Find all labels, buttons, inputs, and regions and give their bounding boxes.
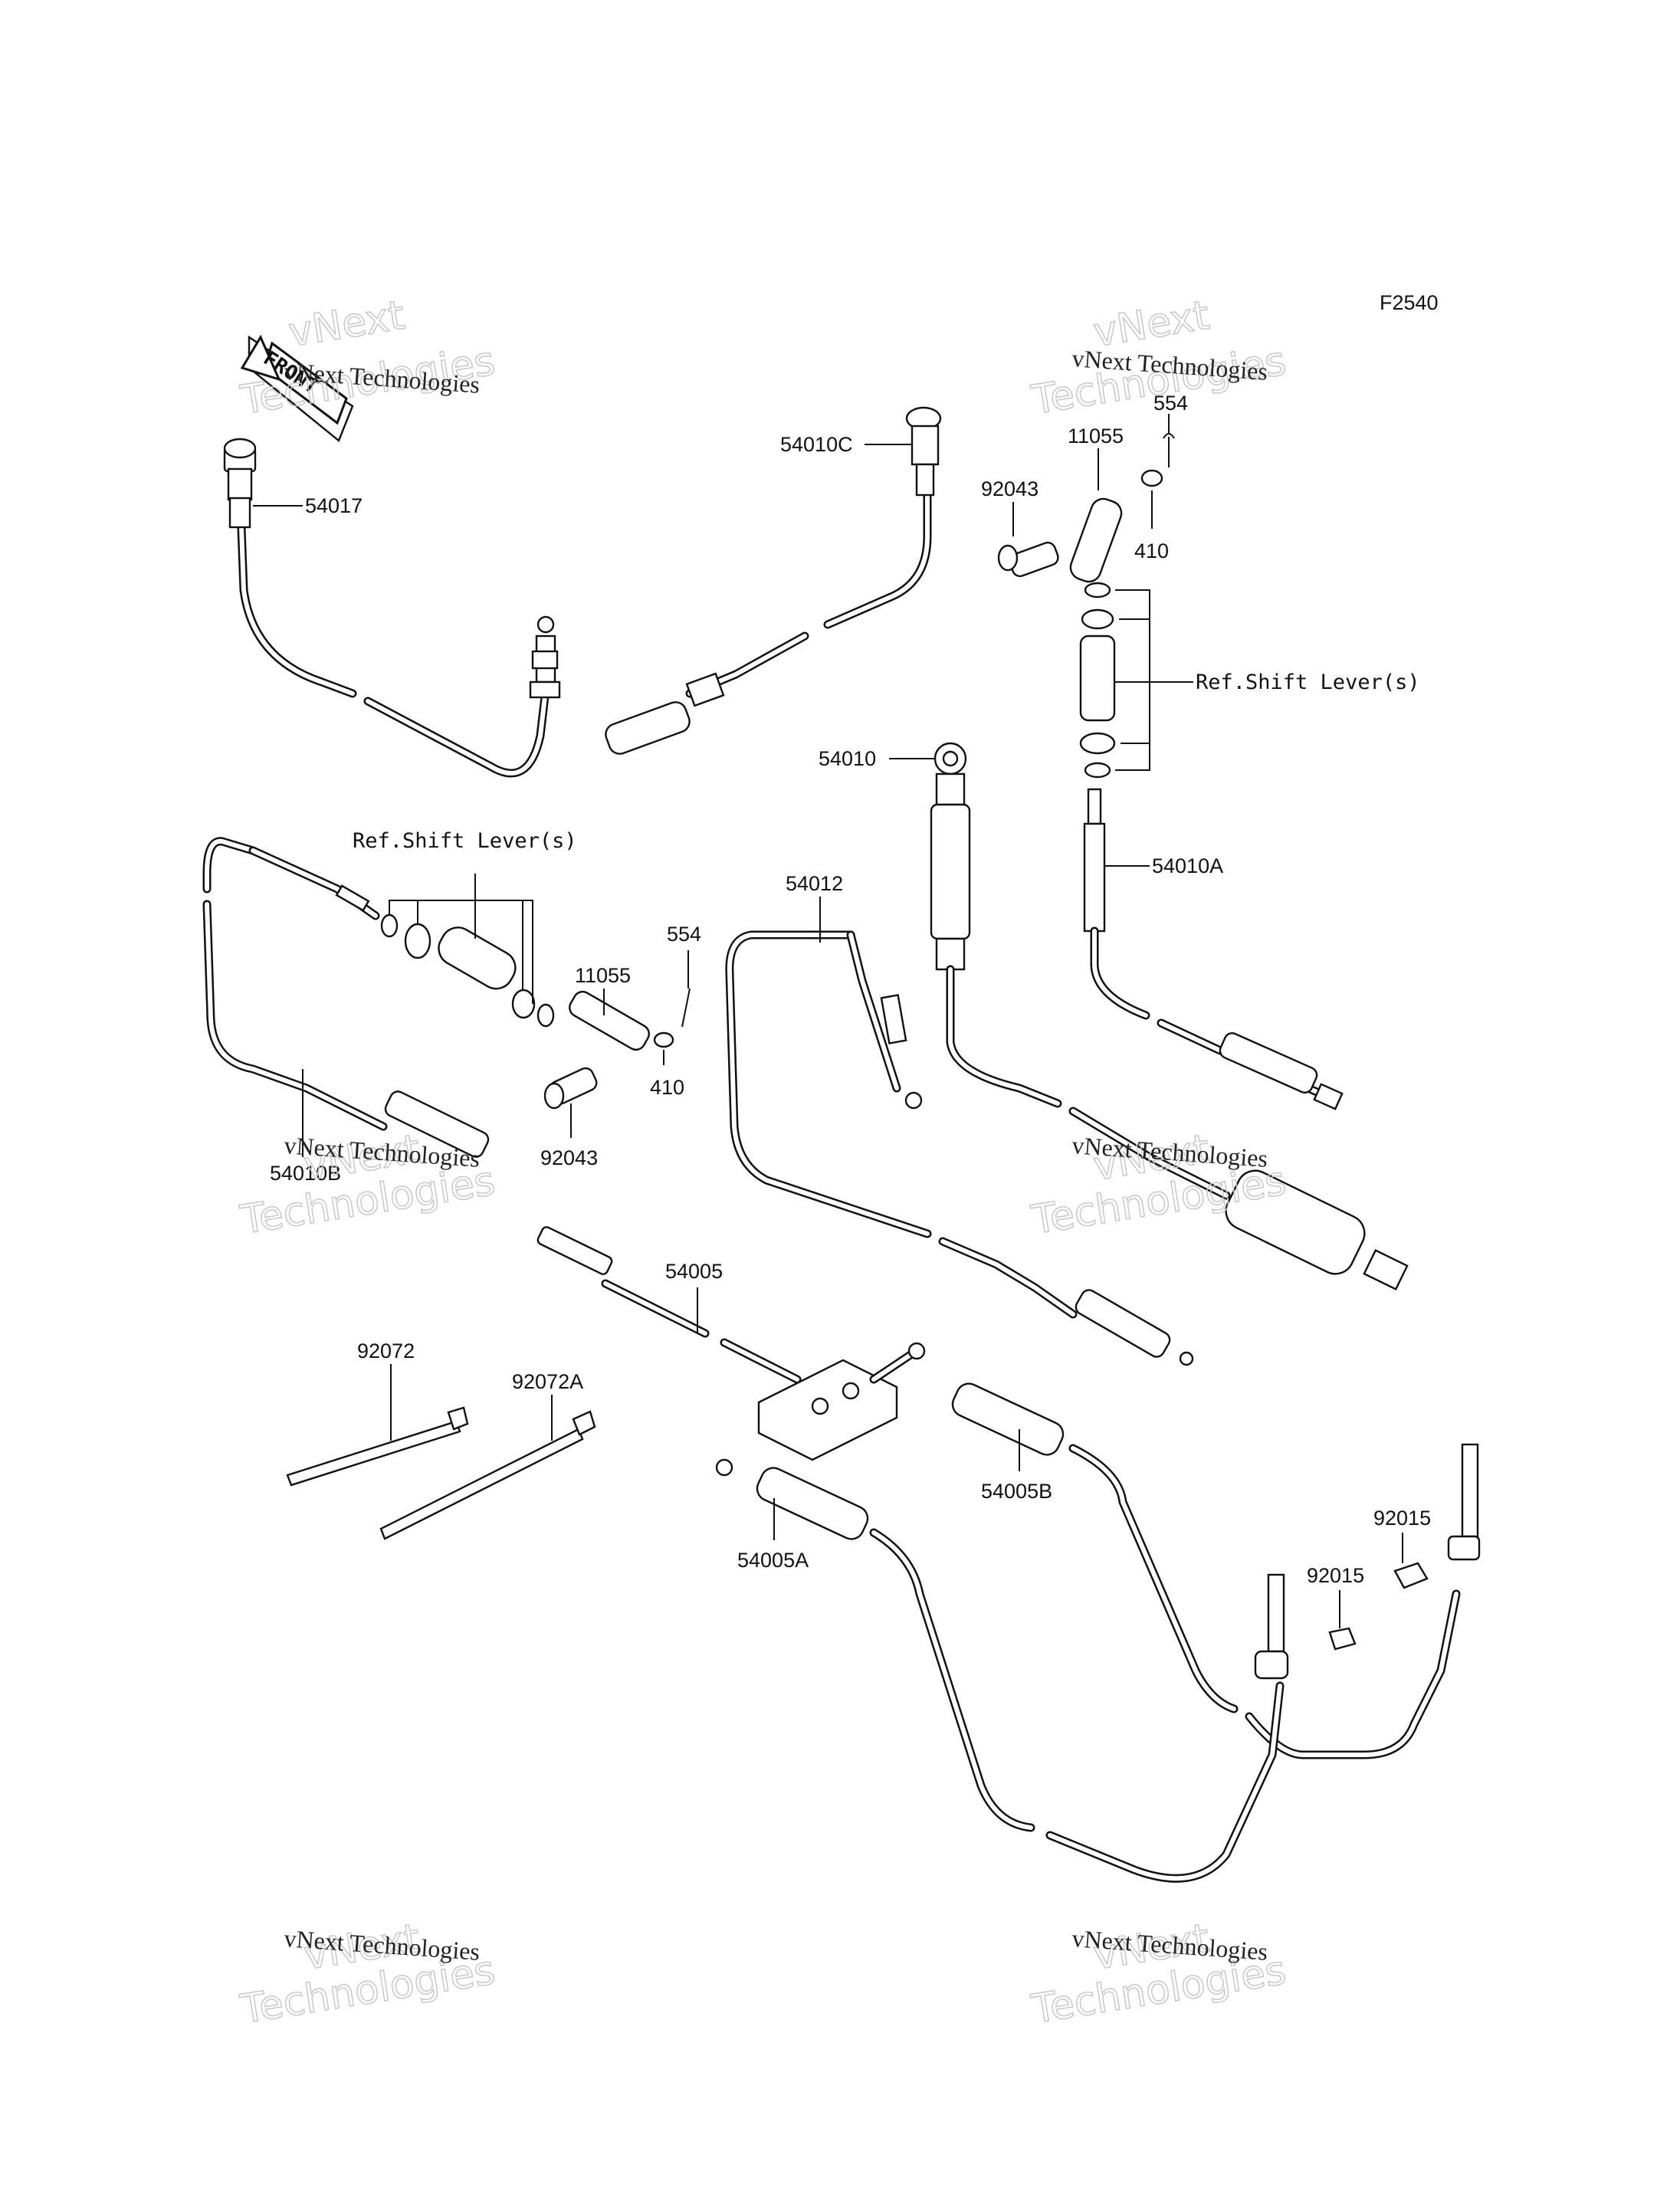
watermark-bottom-left: vNext Technologies vNext Technologies xyxy=(237,1915,499,2034)
cable-54010A xyxy=(1083,788,1344,1110)
watermark-top-right: vNext Technologies vNext Technologies xyxy=(1028,292,1290,425)
nut-92015-hardware xyxy=(1254,1443,1481,1680)
label-54005: 54005 xyxy=(665,1260,723,1283)
label-410-mid: 410 xyxy=(650,1076,684,1099)
label-54017: 54017 xyxy=(305,494,363,517)
watermark-mid-left: vNext Technologies vNext Technologies xyxy=(237,1126,499,1244)
label-554-mid: 554 xyxy=(667,923,701,946)
label-92072: 92072 xyxy=(357,1340,415,1362)
cable-54012 xyxy=(725,930,1194,1366)
label-54010B: 54010B xyxy=(270,1162,341,1185)
label-54010C: 54010C xyxy=(780,433,853,456)
label-92043-top: 92043 xyxy=(981,477,1039,500)
label-92015-b: 92015 xyxy=(1307,1564,1364,1587)
cable-54005A xyxy=(715,1458,1285,1883)
label-92072A: 92072A xyxy=(512,1370,583,1393)
washer-410-top xyxy=(1140,469,1163,487)
cable-54010 xyxy=(930,742,1409,1290)
mid-hardware-group xyxy=(380,913,691,1110)
watermark-bottom-right: vNext Technologies vNext Technologies xyxy=(1028,1915,1290,2034)
label-54005B: 54005B xyxy=(981,1480,1052,1503)
cable-54010C xyxy=(605,406,942,755)
cable-ties xyxy=(286,1406,596,1540)
svg-text:vNext: vNext xyxy=(286,293,408,356)
label-11055-top: 11055 xyxy=(1068,425,1124,448)
cable-54005B xyxy=(951,1382,1461,1759)
cable-54017 xyxy=(223,438,561,778)
label-554-top: 554 xyxy=(1153,392,1188,415)
label-54012: 54012 xyxy=(786,872,843,895)
figure-code: F2540 xyxy=(1380,291,1439,314)
front-arrow-icon: FRONT xyxy=(240,334,354,442)
leader-ref-left xyxy=(389,874,533,1004)
label-54010A: 54010A xyxy=(1152,854,1223,877)
leader-ref-right xyxy=(1115,589,1193,771)
label-ref-shift-right: Ref.Shift Lever(s) xyxy=(1196,671,1420,694)
cable-54010B xyxy=(202,837,490,1158)
label-92015-a: 92015 xyxy=(1373,1507,1431,1530)
label-54010: 54010 xyxy=(819,747,876,770)
label-11055-mid: 11055 xyxy=(575,964,631,987)
label-54005A: 54005A xyxy=(737,1549,809,1572)
top-hardware-group xyxy=(997,433,1175,779)
label-92043-mid: 92043 xyxy=(540,1146,598,1169)
cable-54005 xyxy=(536,1226,926,1461)
label-410-top: 410 xyxy=(1134,539,1169,562)
label-ref-shift-left: Ref.Shift Lever(s) xyxy=(353,829,577,853)
